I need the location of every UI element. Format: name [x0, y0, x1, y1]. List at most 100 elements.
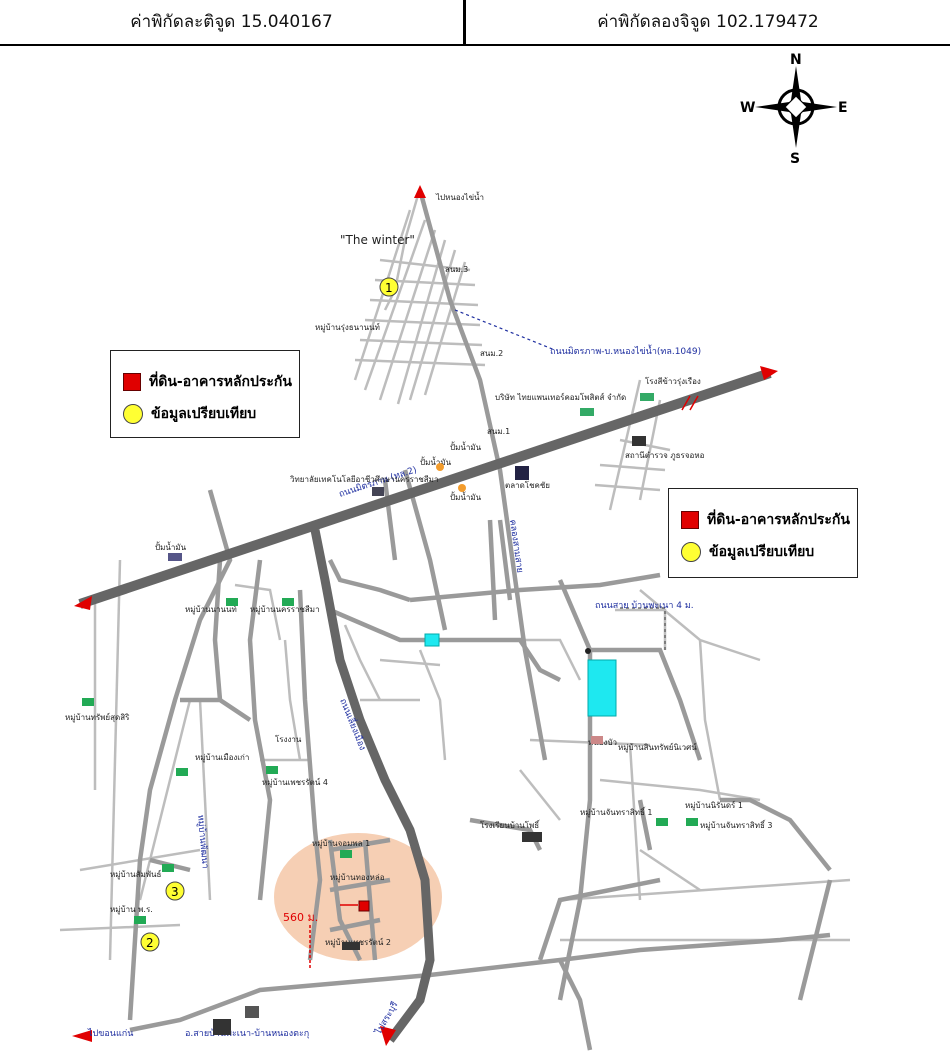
gas-station-3-label: ปั้มน้ำมัน	[450, 491, 482, 502]
latitude-label: ค่าพิกัดละติจูด 15.040167	[130, 12, 333, 32]
compass-e-label: E	[838, 100, 848, 116]
to-nong-chai-nam-label: ไปหนองไข่น้ำ	[435, 191, 484, 202]
soi-2-label: สนม.2	[480, 349, 503, 358]
village-icon	[82, 698, 94, 706]
compass-north-arrow-icon	[790, 66, 802, 107]
gas-station-icon	[168, 553, 182, 561]
poi-icons	[82, 393, 698, 1035]
collateral-square-icon	[123, 373, 141, 391]
village-icon	[266, 766, 278, 774]
legend-row-collateral: ที่ดิน-อาคารหลักประกัน	[681, 509, 850, 531]
collateral-square-icon	[681, 511, 699, 529]
factory-label: บริษัท ไทยแพนเทอร์คอมโพสิตส์ จำกัด	[495, 392, 626, 402]
highway-arrow-east-icon	[760, 366, 778, 380]
village-icon	[686, 818, 698, 826]
compass-s-label: S	[790, 151, 800, 167]
soi-1-label: สนม.1	[487, 427, 510, 436]
office-icon	[213, 1019, 231, 1035]
village-phetcharat-label: หมู่บ้านเพชรรัตน์ 4	[262, 777, 328, 788]
banphae-road-label: อ.สายบ้านพะเนา-บ้านหนองตะกุ	[185, 1028, 309, 1039]
nong-bua-pond	[587, 659, 617, 717]
market-label: ตลาดโชคชัย	[505, 480, 550, 490]
collateral-property-marker	[358, 900, 370, 912]
longitude-label: ค่าพิกัดลองจิจูด 102.179472	[597, 12, 819, 32]
comparable-id-2: 2	[146, 936, 154, 950]
gas-station-1-label: ปั้มน้ำมัน	[420, 456, 452, 467]
comparable-circle-icon	[123, 404, 143, 424]
compass-rose: N S E W	[740, 52, 848, 167]
college-label: วิทยาลัยเทคโนโลยีอาชีวศึกษานครราชสีมา	[289, 474, 438, 484]
village-icon	[176, 768, 188, 776]
road-1049-label: ถนนมิตรภาพ-บ.หนองไข่น้ำ(ทล.1049)	[550, 344, 701, 357]
soi-3-label: สนม.3	[445, 265, 468, 274]
comparable-markers: 1 2 3	[140, 277, 399, 952]
comparable-id-1: 1	[385, 281, 393, 295]
college-icon	[372, 487, 384, 496]
legend-comparable-text: ข้อมูลเปรียบเทียบ	[709, 544, 815, 560]
road-arrow-southwest-icon	[72, 1030, 92, 1042]
village-chomphu-label: หมู่บ้านจอมพล 1	[312, 839, 370, 849]
bridge-marker-icon	[681, 395, 699, 411]
temple-label: โรงเรียนบ้านโพธิ์	[480, 819, 541, 830]
factory-icon	[580, 408, 594, 416]
compass-west-arrow-icon	[755, 101, 796, 113]
gas-station-2-label: ปั้มน้ำมัน	[450, 441, 482, 452]
minor-roads	[59, 194, 851, 961]
main-highway	[78, 368, 772, 609]
gas-station-4-label: ปั้มน้ำมัน	[155, 541, 187, 552]
distance-label: 560 ม.	[283, 911, 318, 924]
village-thonglor-label: หมู่บ้านทองหล่อ	[330, 873, 385, 883]
to-north-label: ไปขอนแก่น	[87, 1028, 133, 1039]
legend-collateral-text: ที่ดิน-อาคารหลักประกัน	[149, 374, 292, 390]
legend-box-left: ที่ดิน-อาคารหลักประกัน ข้อมูลเปรียบเทียบ	[110, 350, 300, 438]
village-icon	[134, 916, 146, 924]
village-sap-label: หมู่บ้านทรัพย์สุดสิริ	[65, 712, 130, 723]
comparable-marker-2	[140, 932, 160, 952]
village-nakhon-label: หมู่บ้าน พ.ร.	[110, 905, 153, 915]
compass-n-label: N	[790, 52, 802, 68]
coordinate-header: ค่าพิกัดละติจูด 15.040167 ค่าพิกัดลองจิจ…	[0, 0, 950, 46]
legend-row-comparable: ข้อมูลเปรียบเทียบ	[681, 541, 814, 563]
comparable-circle-icon	[681, 542, 701, 562]
plant-icon	[640, 393, 654, 401]
comparable-marker-3	[165, 881, 185, 901]
gas-station-icon	[458, 484, 466, 492]
village-icon	[162, 864, 174, 872]
village-icon	[656, 818, 668, 826]
legend-row-collateral: ที่ดิน-อาคารหลักประกัน	[123, 371, 292, 393]
legend-collateral-text: ที่ดิน-อาคารหลักประกัน	[707, 512, 850, 528]
comparable-id-3: 3	[171, 885, 179, 899]
highway-arrow-west-icon	[74, 596, 92, 610]
village-niran-label: หมู่บ้านนิรันดร์ 1	[685, 800, 743, 811]
village-phet-label: หมู่บ้านนครราชสีมา	[250, 605, 320, 615]
village-samphan-label: หมู่บ้านสัมพันธ์	[110, 869, 161, 880]
village-icon	[340, 850, 352, 858]
village-rachasima3-label: หมู่บ้านจันทราสิทธิ์ 3	[700, 819, 772, 831]
comparable-marker-1	[379, 277, 399, 297]
the-winter-label: "The winter"	[340, 233, 415, 247]
compass-east-arrow-icon	[796, 101, 837, 113]
pond-marker-icon	[591, 736, 603, 744]
bypass-arrow-south-icon	[380, 1026, 396, 1046]
compass-w-label: W	[740, 100, 755, 116]
temple-icon	[522, 832, 542, 842]
village-sinsap-label: หมู่บ้านสินทรัพย์นิเวศน์	[618, 742, 697, 753]
village-icon	[282, 598, 294, 606]
legend-row-comparable: ข้อมูลเปรียบเทียบ	[123, 403, 256, 425]
legend-box-right: ที่ดิน-อาคารหลักประกัน ข้อมูลเปรียบเทียบ	[668, 488, 858, 578]
plant-label: โรงสีข้าวรุ่งเรือง	[645, 376, 701, 386]
village-gate-icon	[342, 942, 360, 950]
factory-2-label: โรงงาน	[275, 734, 302, 744]
legend-comparable-text: ข้อมูลเปรียบเทียบ	[151, 406, 257, 422]
compass-center-icon	[784, 95, 808, 119]
soi-4-label: ถนนสาย บ้านพะเนา 4 ม.	[595, 600, 694, 611]
village-kamphaeng-label: หมู่บ้านนานนท์	[185, 604, 237, 615]
police-label: สถานีตำรวจ ภูธรจอหอ	[625, 451, 705, 461]
roads	[127, 189, 833, 1051]
road-arrow-north-icon	[414, 185, 426, 198]
dashed-boundary	[620, 607, 666, 650]
gas-station-icon	[436, 463, 444, 471]
village-rachasima-label: หมู่บ้านจันทราสิทธิ์ 1	[580, 806, 652, 818]
market-icon	[515, 466, 529, 480]
